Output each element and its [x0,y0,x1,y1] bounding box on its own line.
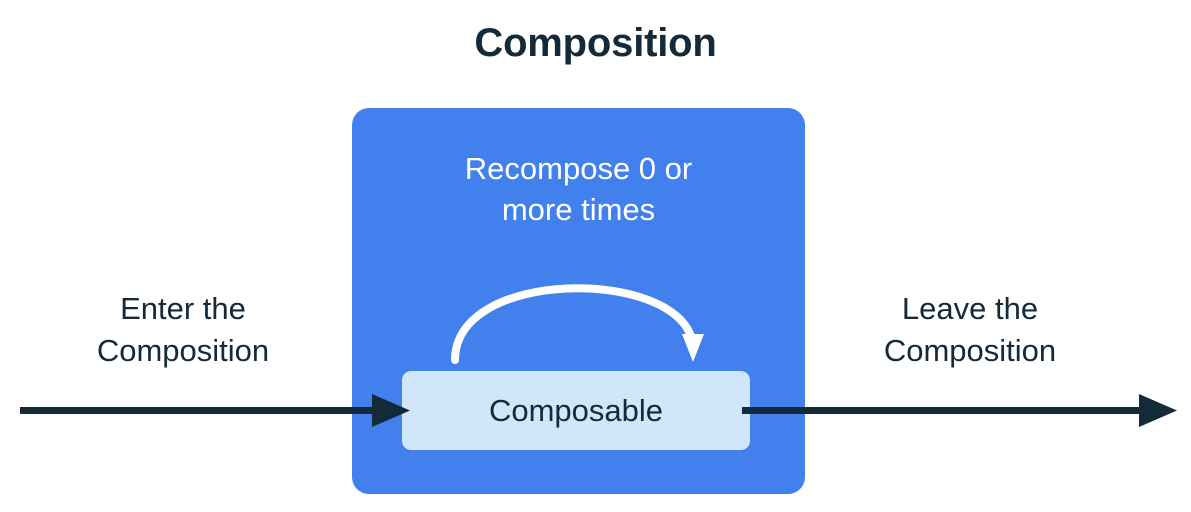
enter-composition-label-line-1: Enter the [120,291,246,326]
recompose-caption: Recompose 0 or more times [352,148,805,230]
composable-label: Composable [488,392,664,428]
recompose-caption-line-2: more times [501,192,656,227]
leave-composition-label-line-2: Composition [883,333,1057,368]
enter-composition-label: Enter the Composition [33,288,333,372]
leave-composition-arrow-icon [742,394,1177,427]
page-title: Composition [474,21,717,65]
leave-composition-label-line-1: Leave the [901,291,1039,326]
enter-composition-label-line-2: Composition [96,333,270,368]
composable-node: Composable [402,371,750,450]
recompose-loop-arrow-icon [451,284,704,364]
enter-composition-arrow-icon [20,394,410,427]
recompose-caption-line-1: Recompose 0 or [464,151,693,186]
leave-composition-label: Leave the Composition [820,288,1120,372]
